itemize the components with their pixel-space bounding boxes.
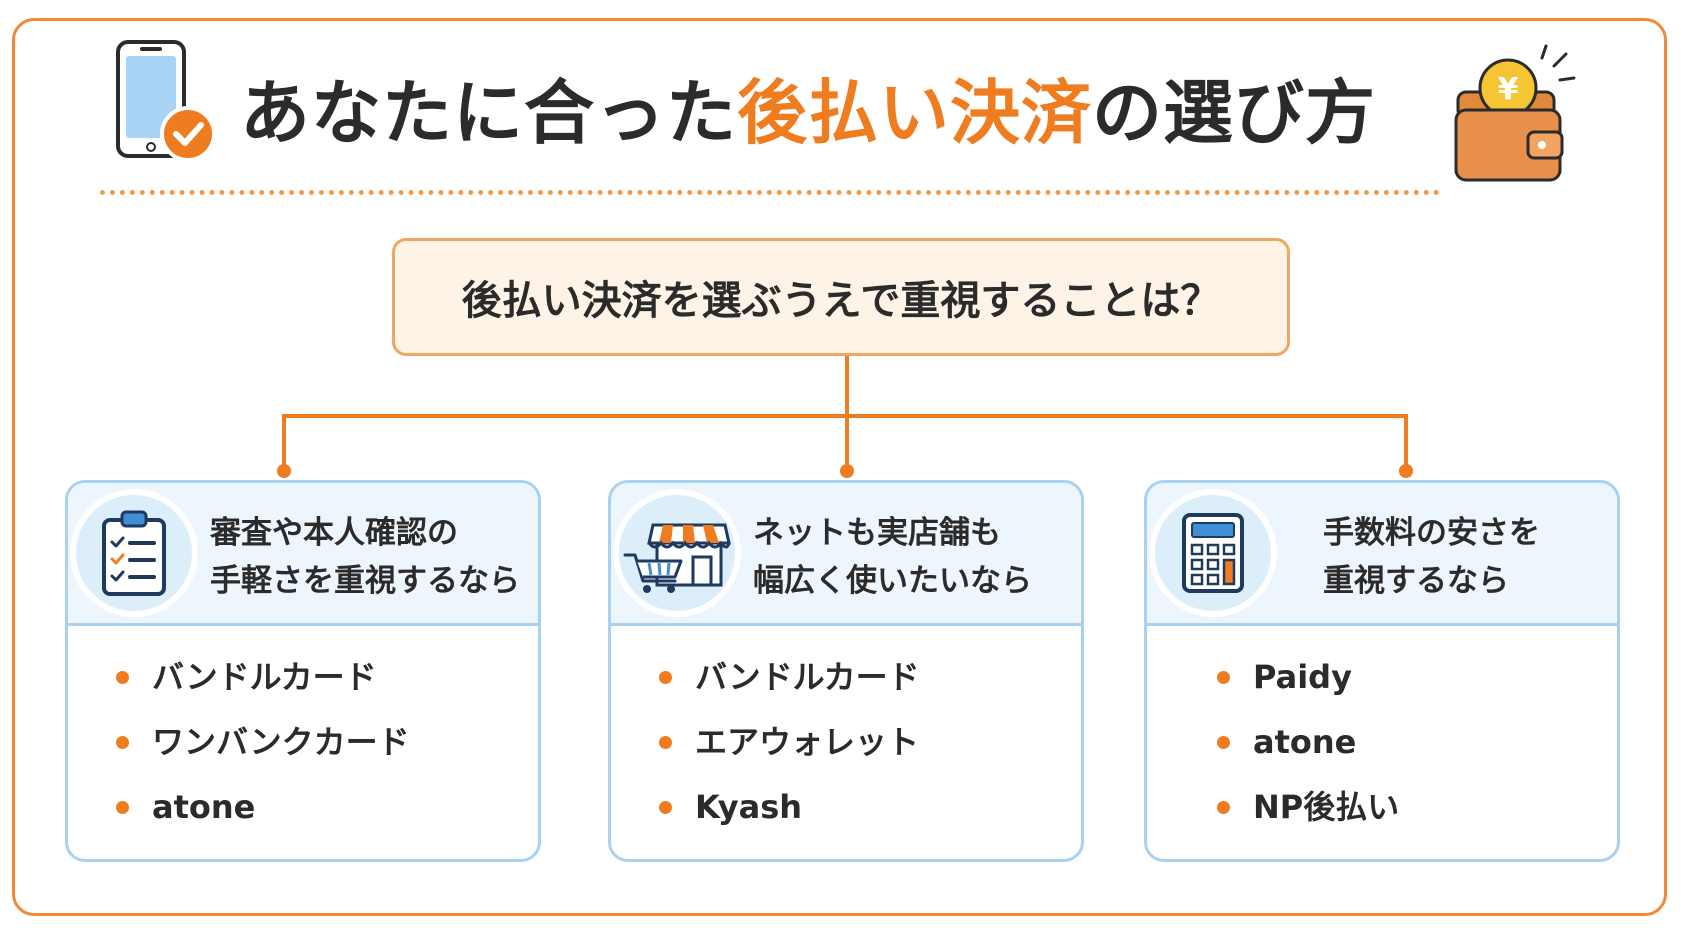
calculator-icon <box>1182 513 1244 593</box>
card-heading-line2: 幅広く使いたいなら <box>753 563 1032 599</box>
card-heading-line2: 手軽さを重視するなら <box>210 563 520 599</box>
list-item: バンドルカード <box>116 651 410 716</box>
bullet-dot <box>116 671 129 684</box>
option-card-versatility: ネットも実店舗も 幅広く使いたいなら バンドルカード エアウォレット Kyash <box>608 480 1084 862</box>
icon-badge <box>1149 489 1277 617</box>
option-card-ease: 審査や本人確認の 手軽さを重視するなら バンドルカード ワンバンクカード ato… <box>65 480 541 862</box>
bullet-dot <box>1217 671 1230 684</box>
list-item: NP後払い <box>1217 781 1399 846</box>
list-item: atone <box>1217 716 1399 781</box>
bullet-dot <box>659 671 672 684</box>
card-heading-line1: 審査や本人確認の <box>210 515 458 551</box>
card-heading: ネットも実店舗も 幅広く使いたいなら <box>753 509 1081 605</box>
dotted-divider <box>100 190 1440 195</box>
card-header: 手数料の安さを 重視するなら <box>1147 483 1617 626</box>
bullet-dot <box>659 736 672 749</box>
card-item-list: バンドルカード ワンバンクカード atone <box>116 651 410 846</box>
list-item: atone <box>116 781 410 846</box>
card-header: 審査や本人確認の 手軽さを重視するなら <box>68 483 538 626</box>
title-highlight: 後払い決済 <box>737 72 1092 154</box>
list-item-label: NP後払い <box>1253 788 1400 826</box>
card-heading: 審査や本人確認の 手軽さを重視するなら <box>210 509 538 605</box>
page-title: あなたに合った後払い決済の選び方 <box>240 68 1460 158</box>
bullet-dot <box>116 801 129 814</box>
card-item-list: Paidy atone NP後払い <box>1217 651 1399 846</box>
option-card-low-fees: 手数料の安さを 重視するなら Paidy atone NP後払い <box>1144 480 1620 862</box>
card-heading: 手数料の安さを 重視するなら <box>1323 509 1617 605</box>
card-header: ネットも実店舗も 幅広く使いたいなら <box>611 483 1081 626</box>
icon-badge <box>70 489 198 617</box>
title-part2: の選び方 <box>1092 72 1376 154</box>
smartphone-check-icon <box>116 40 216 162</box>
list-item-label: Paidy <box>1253 658 1352 696</box>
title-part1: あなたに合った <box>240 72 737 154</box>
list-item: エアウォレット <box>659 716 920 781</box>
icon-badge <box>613 489 741 617</box>
list-item-label: エアウォレット <box>695 723 920 761</box>
checklist-icon <box>102 510 166 596</box>
bullet-dot <box>659 801 672 814</box>
list-item: ワンバンクカード <box>116 716 410 781</box>
card-heading-line1: 手数料の安さを <box>1323 515 1540 551</box>
list-item-label: atone <box>1253 723 1357 761</box>
list-item: Paidy <box>1217 651 1399 716</box>
bullet-dot <box>116 736 129 749</box>
wallet-yen-icon: ¥ <box>1454 44 1576 182</box>
question-box: 後払い決済を選ぶうえで重視することは？ <box>392 238 1290 356</box>
list-item-label: バンドルカード <box>695 658 920 696</box>
card-heading-line2: 重視するなら <box>1323 563 1509 599</box>
card-item-list: バンドルカード エアウォレット Kyash <box>659 651 920 846</box>
bullet-dot <box>1217 736 1230 749</box>
question-text: 後払い決済を選ぶうえで重視することは？ <box>461 278 1221 324</box>
card-heading-line1: ネットも実店舗も <box>753 515 1001 551</box>
store-cart-icon <box>623 523 731 593</box>
list-item: バンドルカード <box>659 651 920 716</box>
list-item-label: ワンバンクカード <box>152 723 410 761</box>
list-item-label: atone <box>152 788 256 826</box>
list-item-label: バンドルカード <box>152 658 377 696</box>
list-item: Kyash <box>659 781 920 846</box>
list-item-label: Kyash <box>695 788 803 826</box>
yen-symbol: ¥ <box>1498 72 1519 107</box>
bullet-dot <box>1217 801 1230 814</box>
